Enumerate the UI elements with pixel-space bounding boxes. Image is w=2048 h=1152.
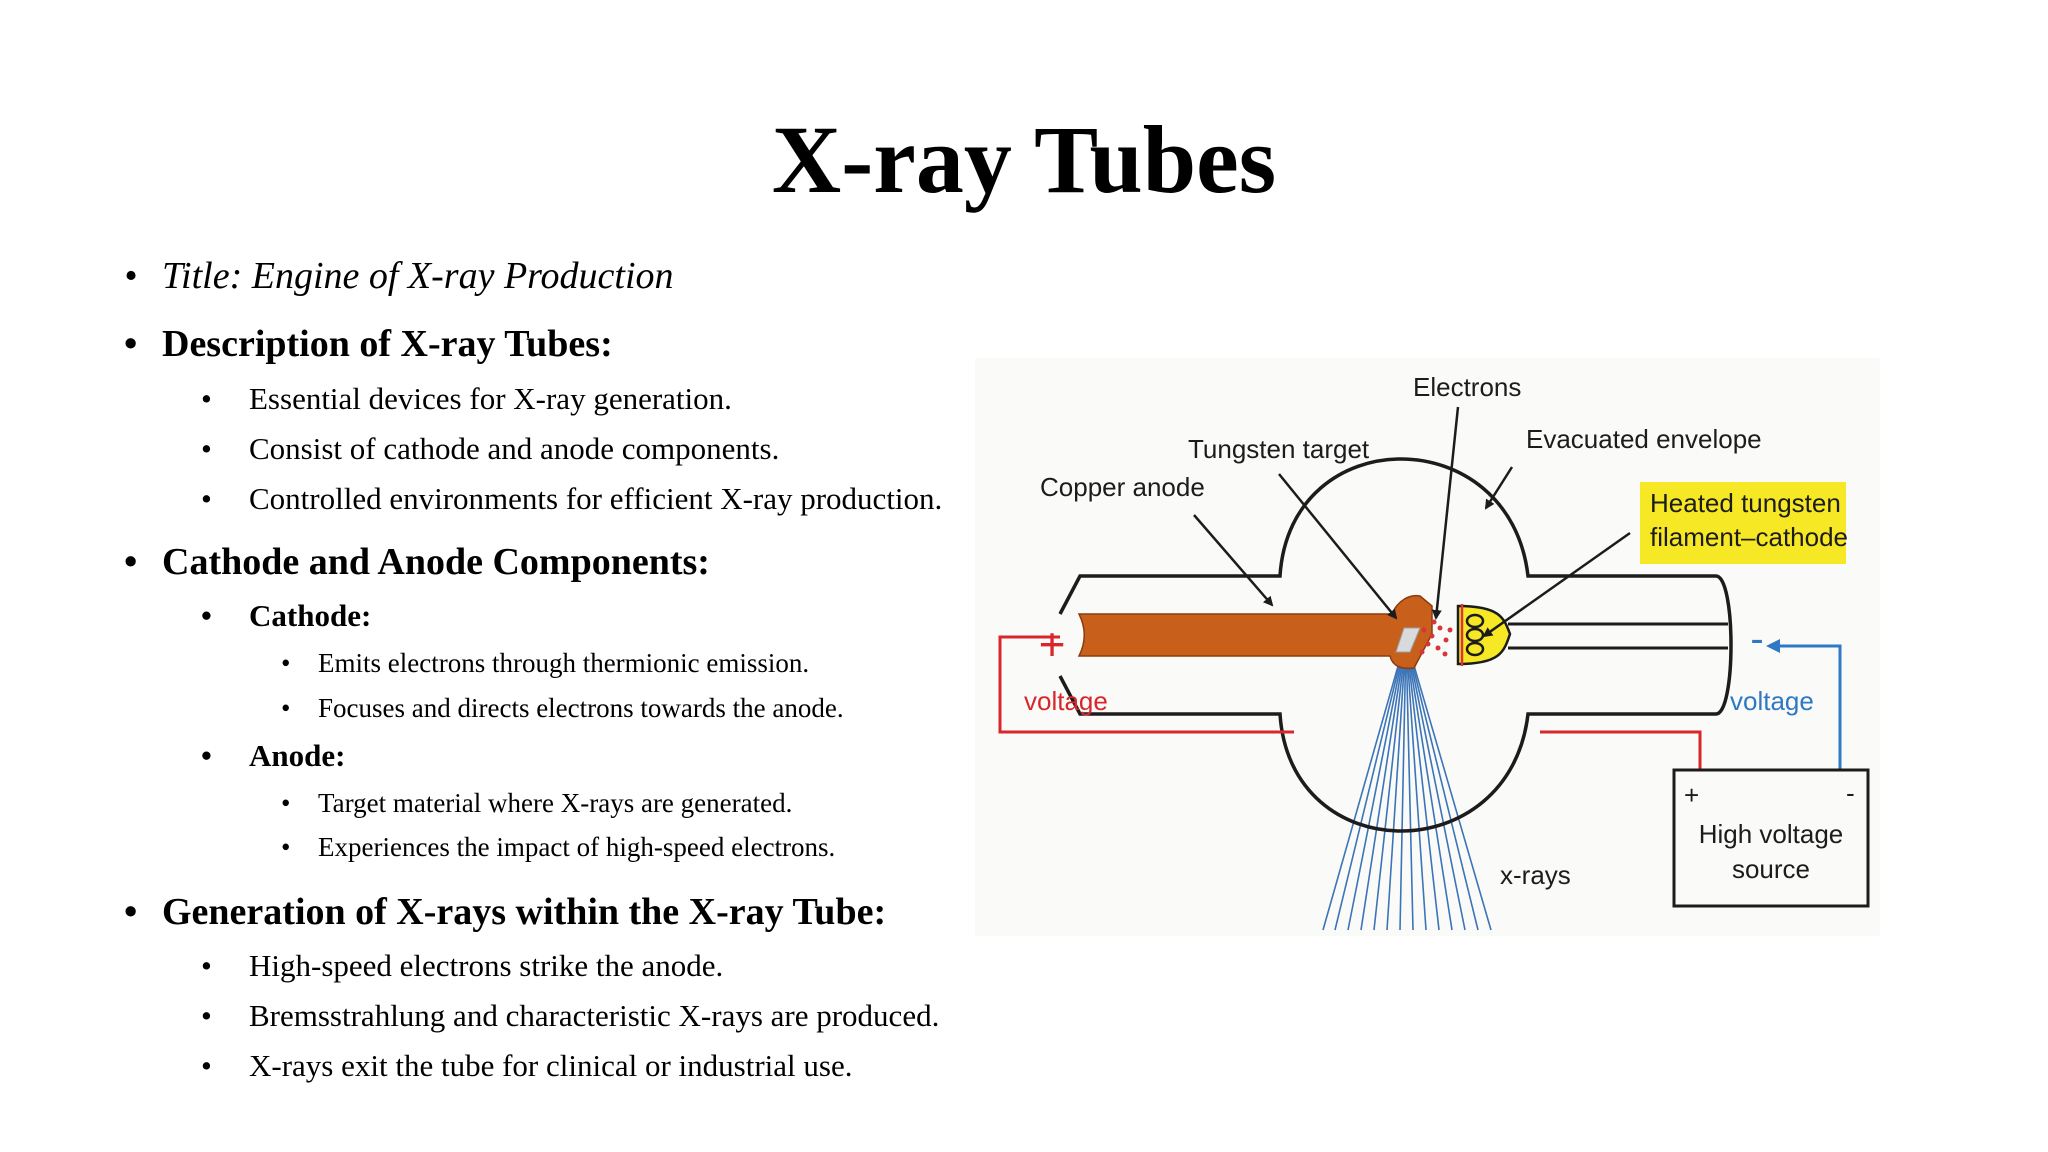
xray-beams (1322, 637, 1492, 931)
bullet-text: Cathode: (249, 598, 372, 633)
list-item: • Target material where X-rays are gener… (281, 788, 793, 818)
bullet-glyph: • (281, 788, 291, 818)
source-minus-sign: - (1846, 778, 1855, 808)
label-source-line1: High voltage (1699, 819, 1844, 849)
list-item: • High-speed electrons strike the anode. (201, 948, 724, 983)
bullet-glyph: • (281, 648, 291, 678)
bullet-glyph: • (124, 891, 138, 933)
bullet-glyph: • (281, 693, 291, 723)
bullet-text: Experiences the impact of high-speed ele… (318, 832, 836, 862)
label-source-line2: source (1732, 854, 1810, 884)
positive-wire (998, 635, 1294, 734)
bullet-text: Target material where X-rays are generat… (318, 788, 793, 818)
bullet-glyph: • (201, 381, 212, 416)
bullet-intro: • Title: Engine of X-ray Production (124, 255, 674, 297)
bullet-text: Emits electrons through thermionic emiss… (318, 648, 810, 678)
label-xrays: x-rays (1500, 860, 1571, 890)
label-electrons: Electrons (1413, 372, 1521, 402)
list-item: • X-rays exit the tube for clinical or i… (201, 1048, 853, 1083)
bullet-glyph: • (124, 255, 138, 297)
bullet-text: Essential devices for X-ray generation. (249, 381, 732, 416)
bullet-glyph: • (201, 481, 212, 516)
bullet-glyph: • (124, 323, 138, 365)
bullet-cathode-heading: • Cathode: (201, 598, 372, 633)
bullet-text: Description of X-ray Tubes: (162, 323, 613, 365)
bullet-text: Focuses and directs electrons towards th… (318, 693, 844, 723)
list-item: • Bremsstrahlung and characteristic X-ra… (201, 998, 940, 1033)
bullet-text: X-rays exit the tube for clinical or ind… (249, 1048, 853, 1083)
bullet-anode-heading: • Anode: (201, 738, 346, 773)
label-voltage-left: voltage (1024, 686, 1108, 716)
plus-sign: + (1039, 618, 1066, 670)
evacuated-envelope (1058, 457, 1733, 833)
list-item: • Emits electrons through thermionic emi… (281, 648, 810, 678)
bullet-glyph: • (124, 541, 138, 583)
bullet-list: • Title: Engine of X-ray Production • De… (0, 0, 990, 1152)
bullet-text: Controlled environments for efficient X-… (249, 481, 943, 516)
bullet-text: Bremsstrahlung and characteristic X-rays… (249, 998, 940, 1033)
bullet-text: Consist of cathode and anode components. (249, 431, 780, 466)
bullet-glyph: • (201, 948, 212, 983)
list-item: • Experiences the impact of high-speed e… (281, 832, 836, 862)
source-plus-sign: + (1684, 780, 1699, 810)
bullet-text: Anode: (249, 738, 346, 773)
copper-anode (1077, 594, 1433, 670)
bullet-text: Title: Engine of X-ray Production (162, 255, 674, 297)
xray-tube-diagram: Electrons Tungsten target Evacuated enve… (975, 358, 1880, 936)
bullet-generation-heading: • Generation of X-rays within the X-ray … (124, 891, 887, 933)
bullet-glyph: • (201, 598, 212, 633)
electron-particles (1419, 619, 1453, 657)
list-item: • Focuses and directs electrons towards … (281, 693, 844, 723)
filament-highlight (1640, 482, 1846, 564)
bullet-description-heading: • Description of X-ray Tubes: (124, 323, 613, 365)
label-evacuated-envelope: Evacuated envelope (1526, 424, 1762, 454)
negative-wire (1766, 639, 1842, 770)
slide-title: X-ray Tubes (771, 106, 1277, 213)
bullet-text: High-speed electrons strike the anode. (249, 948, 724, 983)
list-item: • Controlled environments for efficient … (201, 481, 943, 516)
bullet-text: Cathode and Anode Components: (162, 541, 710, 583)
bullet-glyph: • (201, 998, 212, 1033)
label-heated-filament-line1: Heated tungsten (1650, 488, 1841, 518)
bullet-components-heading: • Cathode and Anode Components: (124, 541, 710, 583)
label-heated-filament-line2: filament–cathode (1650, 522, 1848, 552)
label-voltage-right: voltage (1730, 686, 1814, 716)
bullet-text: Generation of X-rays within the X-ray Tu… (162, 891, 887, 933)
high-voltage-source (1672, 768, 1870, 908)
bullet-glyph: • (281, 832, 291, 862)
label-tungsten-target: Tungsten target (1188, 434, 1370, 464)
bullet-glyph: • (201, 1048, 212, 1083)
label-copper-anode: Copper anode (1040, 472, 1205, 502)
list-item: • Essential devices for X-ray generation… (201, 381, 732, 416)
minus-sign: - (1750, 617, 1763, 661)
bullet-glyph: • (201, 738, 212, 773)
tungsten-target (1395, 627, 1421, 653)
list-item: • Consist of cathode and anode component… (201, 431, 780, 466)
bullet-glyph: • (201, 431, 212, 466)
